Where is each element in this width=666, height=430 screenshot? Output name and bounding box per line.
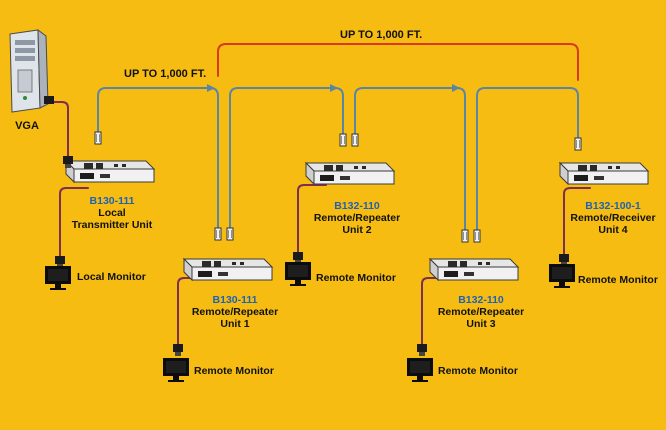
device-unit4-icon	[559, 162, 649, 185]
range-bracket	[217, 43, 579, 81]
cable-unit3-monitor	[421, 277, 447, 347]
cable-unit1-monitor	[177, 277, 207, 347]
cable-unit4-monitor	[563, 187, 591, 259]
monitor-label: Local Monitor	[77, 271, 146, 283]
distance-label-short: UP TO 1,000 FT.	[124, 68, 207, 80]
monitor-label: Remote Monitor	[578, 274, 658, 286]
pc-tower	[9, 28, 54, 113]
cable-unit2-monitor	[297, 184, 327, 257]
remote-monitor-4-icon	[549, 264, 575, 288]
unit-name-line2: Transmitter Unit	[71, 219, 153, 231]
unit-name: Remote/Repeater	[437, 306, 525, 318]
unit-name: Remote/Receiver	[570, 212, 656, 224]
distance-label-long: UP TO 1,000 FT.	[340, 29, 423, 41]
device-unit2-icon	[305, 162, 395, 185]
device-unit1-icon	[183, 258, 273, 281]
unit-name-line2: Unit 4	[598, 224, 628, 236]
cable-pc-to-local	[51, 101, 69, 159]
remote-monitor-1-icon	[163, 358, 189, 382]
device-unit3-icon	[429, 258, 519, 281]
cable-local-monitor	[59, 187, 89, 261]
unit-name: Local	[98, 207, 126, 219]
monitor-label: Remote Monitor	[438, 365, 518, 377]
remote-monitor-2-icon	[285, 262, 311, 286]
cat5-cables	[97, 87, 579, 233]
rj45-connectors	[94, 131, 582, 243]
unit-name-line2: Unit 3	[466, 318, 496, 330]
cable-local-to-unit1	[97, 87, 219, 231]
cable-unit3-to-unit4	[476, 87, 579, 233]
model-number: B130-111	[212, 294, 258, 306]
monitor-label: Remote Monitor	[194, 365, 274, 377]
model-number: B132-110	[334, 200, 380, 212]
vga-cables	[51, 101, 591, 347]
unit-name-line2: Unit 1	[220, 318, 250, 330]
unit-name-line2: Unit 2	[342, 224, 372, 236]
model-number: B132-110	[458, 294, 504, 306]
monitor-label: Remote Monitor	[316, 272, 396, 284]
model-number: B132-100-1	[585, 200, 641, 212]
cable-unit1-to-unit2	[229, 87, 344, 231]
unit-name: Remote/Repeater	[191, 306, 279, 318]
unit-name: Remote/Repeater	[313, 212, 401, 224]
model-number: B130-111	[89, 195, 135, 207]
cable-arrows	[207, 84, 460, 92]
vga-port-icon	[44, 96, 54, 104]
cable-unit2-to-unit3	[354, 87, 466, 233]
local-monitor-icon	[45, 266, 71, 290]
device-local-transmitter-icon	[65, 160, 155, 183]
remote-monitor-3-icon	[407, 358, 433, 382]
pc-label: VGA	[15, 120, 39, 132]
